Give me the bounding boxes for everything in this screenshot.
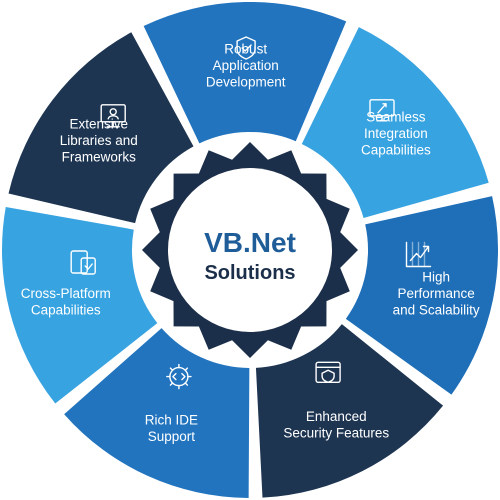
wheel-segment bbox=[8, 32, 194, 224]
segment-label-line: Capabilities bbox=[31, 303, 101, 318]
library-monitor-icon bbox=[100, 104, 126, 128]
gear-code-icon bbox=[166, 363, 192, 390]
monitor-rocket-icon bbox=[369, 99, 395, 122]
devices-icon bbox=[70, 250, 96, 275]
segment-label-line: Robust bbox=[224, 42, 267, 57]
segment-label-line: Extensive bbox=[70, 116, 129, 131]
segment-label-line: Integration bbox=[364, 126, 428, 141]
wheel-segment bbox=[255, 324, 444, 498]
shield-check-icon bbox=[236, 36, 256, 60]
center-title: VB.Net bbox=[204, 227, 296, 258]
browser-shield-icon bbox=[315, 361, 341, 383]
wheel-segment bbox=[345, 196, 498, 395]
center-circle bbox=[168, 168, 332, 332]
segment-label-line: High bbox=[422, 270, 450, 285]
segment-label-line: Support bbox=[148, 429, 196, 444]
segment-label-line: Seamless bbox=[366, 110, 426, 125]
segment-label-line: Security Features bbox=[283, 426, 389, 441]
center-hub: VB.Net Solutions bbox=[142, 142, 358, 358]
segment-label-line: Cross-Platform bbox=[21, 286, 111, 301]
segment-label-line: Development bbox=[206, 75, 286, 90]
wheel-segment bbox=[64, 328, 250, 498]
segment-label-line: Rich IDE bbox=[145, 413, 198, 428]
wheel-segment bbox=[143, 1, 347, 144]
segment-label-line: Performance bbox=[397, 286, 474, 301]
segment-icons bbox=[70, 36, 432, 390]
segment-label-line: Enhanced bbox=[306, 409, 367, 424]
growth-chart-icon bbox=[405, 241, 432, 268]
segment-label-line: and Scalability bbox=[393, 303, 480, 318]
wheel-segment bbox=[2, 207, 158, 404]
segment-label-line: Libraries and bbox=[60, 133, 138, 148]
segment-label-line: Frameworks bbox=[62, 149, 137, 164]
segment-label-line: Application bbox=[213, 58, 279, 73]
wheel-segment bbox=[301, 27, 489, 218]
segment-label-line: Capabilities bbox=[361, 143, 431, 158]
center-subtitle: Solutions bbox=[204, 262, 295, 284]
